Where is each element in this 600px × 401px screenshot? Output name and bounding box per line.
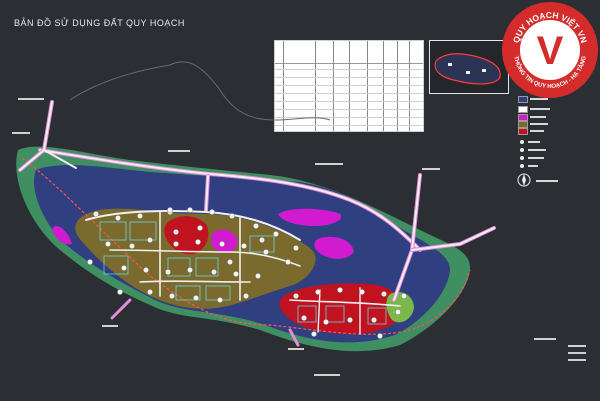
legend-swatch-magenta bbox=[518, 114, 528, 121]
inset-map-graphic bbox=[434, 53, 501, 85]
legend-dot-icon bbox=[520, 148, 524, 152]
planning-boundary bbox=[21, 157, 471, 335]
terrain-contour bbox=[69, 61, 331, 121]
compass-icon bbox=[517, 173, 531, 187]
residential-zone bbox=[75, 208, 316, 309]
road-network bbox=[18, 100, 496, 347]
map-annotation bbox=[168, 150, 190, 152]
map-annotation bbox=[288, 348, 304, 350]
table-column-line bbox=[315, 41, 316, 131]
map-annotation bbox=[12, 132, 30, 134]
map-annotation bbox=[422, 168, 440, 170]
right-note-line bbox=[568, 352, 586, 354]
legend-label-commercial bbox=[530, 130, 544, 132]
table-column-line bbox=[283, 41, 284, 131]
magenta-parcel bbox=[211, 229, 238, 253]
legend-label-magenta bbox=[530, 116, 546, 118]
table-column-line bbox=[383, 41, 384, 131]
table-row-line bbox=[275, 77, 423, 78]
legend-dot-label bbox=[528, 141, 540, 143]
land-use-table bbox=[274, 40, 424, 132]
map-annotation bbox=[18, 98, 44, 100]
table-row-line bbox=[275, 117, 423, 118]
right-note-line bbox=[568, 345, 586, 347]
right-note-line bbox=[534, 338, 556, 340]
legend-label-residential bbox=[530, 123, 548, 125]
magenta-parcel bbox=[314, 236, 354, 259]
table-column-line bbox=[367, 41, 368, 131]
legend-label-water bbox=[530, 98, 548, 100]
logo-letter: V bbox=[537, 29, 564, 73]
legend-dot-label bbox=[528, 165, 538, 167]
legend-swatch-residential bbox=[518, 121, 528, 128]
table-column-line bbox=[349, 41, 350, 131]
table-column-line bbox=[409, 41, 410, 131]
table-column-line bbox=[397, 41, 398, 131]
table-column-line bbox=[333, 41, 334, 131]
legend-swatch-commercial bbox=[518, 128, 528, 135]
table-row-line bbox=[275, 125, 423, 126]
parcel-grid bbox=[99, 221, 387, 325]
legend-dot-icon bbox=[520, 140, 524, 144]
magenta-parcel bbox=[278, 208, 342, 226]
table-row-line bbox=[275, 69, 423, 70]
right-note-line bbox=[568, 359, 586, 361]
legend-dot-icon bbox=[520, 156, 524, 160]
table-row-line bbox=[275, 93, 423, 94]
map-title: BẢN ĐỒ SỬ DỤNG ĐẤT QUY HOẠCH bbox=[14, 18, 185, 28]
commercial-zone bbox=[279, 283, 403, 334]
map-annotation bbox=[102, 325, 118, 327]
legend-dot-label bbox=[528, 157, 544, 159]
table-row-line bbox=[275, 85, 423, 86]
quy-hoach-vietvn-logo: V QUY HOẠCH VIỆT VN THÔNG TIN QUY HOẠCH … bbox=[502, 2, 598, 98]
legend-dot-icon bbox=[520, 164, 524, 168]
legend-dot-label bbox=[528, 149, 546, 151]
legend-label-white bbox=[530, 108, 550, 110]
map-annotation bbox=[314, 374, 340, 376]
table-row-line bbox=[275, 101, 423, 102]
node-markers bbox=[87, 207, 407, 339]
legend-swatch-water bbox=[518, 96, 528, 103]
magenta-parcel bbox=[52, 225, 72, 245]
legend-swatch-white bbox=[518, 106, 528, 113]
compass-label bbox=[536, 180, 558, 182]
map-annotation bbox=[315, 163, 343, 165]
table-row-line bbox=[275, 109, 423, 110]
